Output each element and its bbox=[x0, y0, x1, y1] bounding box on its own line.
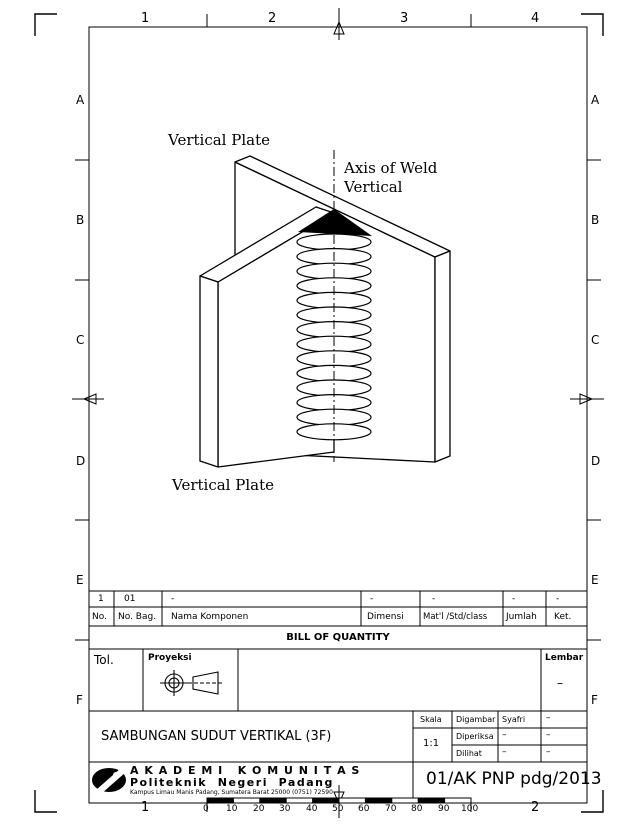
scale-ruler-label-70: 70 bbox=[385, 804, 397, 814]
label-axis-vertical: Vertical bbox=[344, 178, 403, 196]
bom-header-part-no: No. Bag. bbox=[118, 612, 157, 622]
label-top-vertical-plate: Vertical Plate bbox=[168, 131, 270, 149]
bom-row-material: - bbox=[432, 594, 436, 604]
left-zone-a: A bbox=[76, 93, 85, 107]
bom-title: BILL OF QUANTITY bbox=[286, 632, 390, 643]
projection-label: Proyeksi bbox=[148, 653, 192, 663]
left-zone-f: F bbox=[76, 693, 83, 707]
top-grid-number-3: 3 bbox=[400, 11, 409, 26]
scale-ruler-label-90: 90 bbox=[438, 804, 450, 814]
sheet-value: – bbox=[557, 676, 563, 690]
viewed-by-label: Dilihat bbox=[456, 749, 482, 758]
scale-ruler-label-50: 50 bbox=[332, 804, 344, 814]
scale-value: 1:1 bbox=[423, 738, 440, 749]
projection-symbol bbox=[160, 670, 224, 696]
bom-header-component: Nama Komponen bbox=[171, 612, 249, 622]
label-bottom-vertical-plate: Vertical Plate bbox=[172, 476, 274, 494]
institution-name: A K A D E M I K O M U N I T A S bbox=[130, 764, 361, 777]
right-zone-e: E bbox=[591, 573, 599, 587]
weld-root bbox=[298, 209, 372, 236]
institution-logo-icon bbox=[92, 768, 126, 794]
left-zone-c: C bbox=[76, 333, 85, 347]
bom-row-component: - bbox=[171, 594, 175, 604]
top-grid-number-1: 1 bbox=[141, 11, 150, 26]
checked-by-extra: – bbox=[546, 730, 551, 740]
right-zone-a: A bbox=[591, 93, 600, 107]
bom-header-quantity: Jumlah bbox=[506, 612, 537, 622]
drawing-title: SAMBUNGAN SUDUT VERTIKAL (3F) bbox=[101, 729, 332, 744]
bom-header-dimension: Dimensi bbox=[367, 612, 404, 622]
scale-ruler-label-0: 0 bbox=[203, 804, 209, 814]
scale-ruler-label-100: 100 bbox=[461, 804, 479, 814]
left-zone-b: B bbox=[76, 213, 85, 227]
bom-header-no: No. bbox=[92, 612, 107, 622]
institution-polytechnic: Politeknik Negeri Padang bbox=[130, 776, 334, 789]
left-zone-d: D bbox=[76, 454, 86, 468]
scale-ruler-label-20: 20 bbox=[253, 804, 265, 814]
drawn-by-value: Syafri bbox=[502, 715, 526, 724]
bom-row-dimension: - bbox=[370, 594, 374, 604]
right-zone-f: F bbox=[591, 693, 598, 707]
scale-ruler-label-10: 10 bbox=[226, 804, 238, 814]
drawing-number: 01/AK PNP pdg/2013 bbox=[426, 769, 602, 789]
institution-address: Kampus Limau Manis Padang, Sumatera Bara… bbox=[130, 789, 333, 796]
bom-header-material: Mat'l /Std/class bbox=[423, 612, 488, 622]
drawn-by-extra: – bbox=[546, 713, 551, 723]
bom-row-part-no: 01 bbox=[124, 594, 136, 604]
sheet-label: Lembar bbox=[545, 653, 584, 663]
drawn-by-label: Digambar bbox=[456, 715, 496, 724]
checked-by-label: Diperiksa bbox=[456, 732, 494, 741]
viewed-by-extra: – bbox=[546, 747, 551, 757]
tolerance-label: Tol. bbox=[94, 653, 114, 667]
scale-label: Skala bbox=[420, 715, 442, 724]
scale-ruler-label-80: 80 bbox=[411, 804, 423, 814]
scale-ruler-label-30: 30 bbox=[279, 804, 291, 814]
front-plate-side-edge bbox=[199, 275, 219, 468]
back-plate-right-edge bbox=[434, 250, 451, 463]
left-zone-e: E bbox=[76, 573, 84, 587]
scale-ruler-label-40: 40 bbox=[306, 804, 318, 814]
top-grid-number-2: 2 bbox=[268, 11, 277, 26]
bom-header-note: Ket. bbox=[554, 612, 572, 622]
top-grid-number-4: 4 bbox=[531, 11, 540, 26]
label-axis-of-weld: Axis of Weld bbox=[344, 159, 438, 177]
right-zone-d: D bbox=[591, 454, 601, 468]
checked-by-value: – bbox=[502, 730, 507, 740]
bom-row-note: - bbox=[556, 594, 560, 604]
bom-row-quantity: - bbox=[512, 594, 516, 604]
bottom-grid-number-2: 2 bbox=[531, 800, 540, 815]
scale-ruler-label-60: 60 bbox=[358, 804, 370, 814]
bottom-grid-number-1: 1 bbox=[141, 800, 150, 815]
viewed-by-value: – bbox=[502, 747, 507, 757]
right-zone-c: C bbox=[591, 333, 600, 347]
scale-ruler-bar bbox=[206, 797, 472, 804]
right-zone-b: B bbox=[591, 213, 600, 227]
bom-row-no: 1 bbox=[98, 594, 104, 604]
